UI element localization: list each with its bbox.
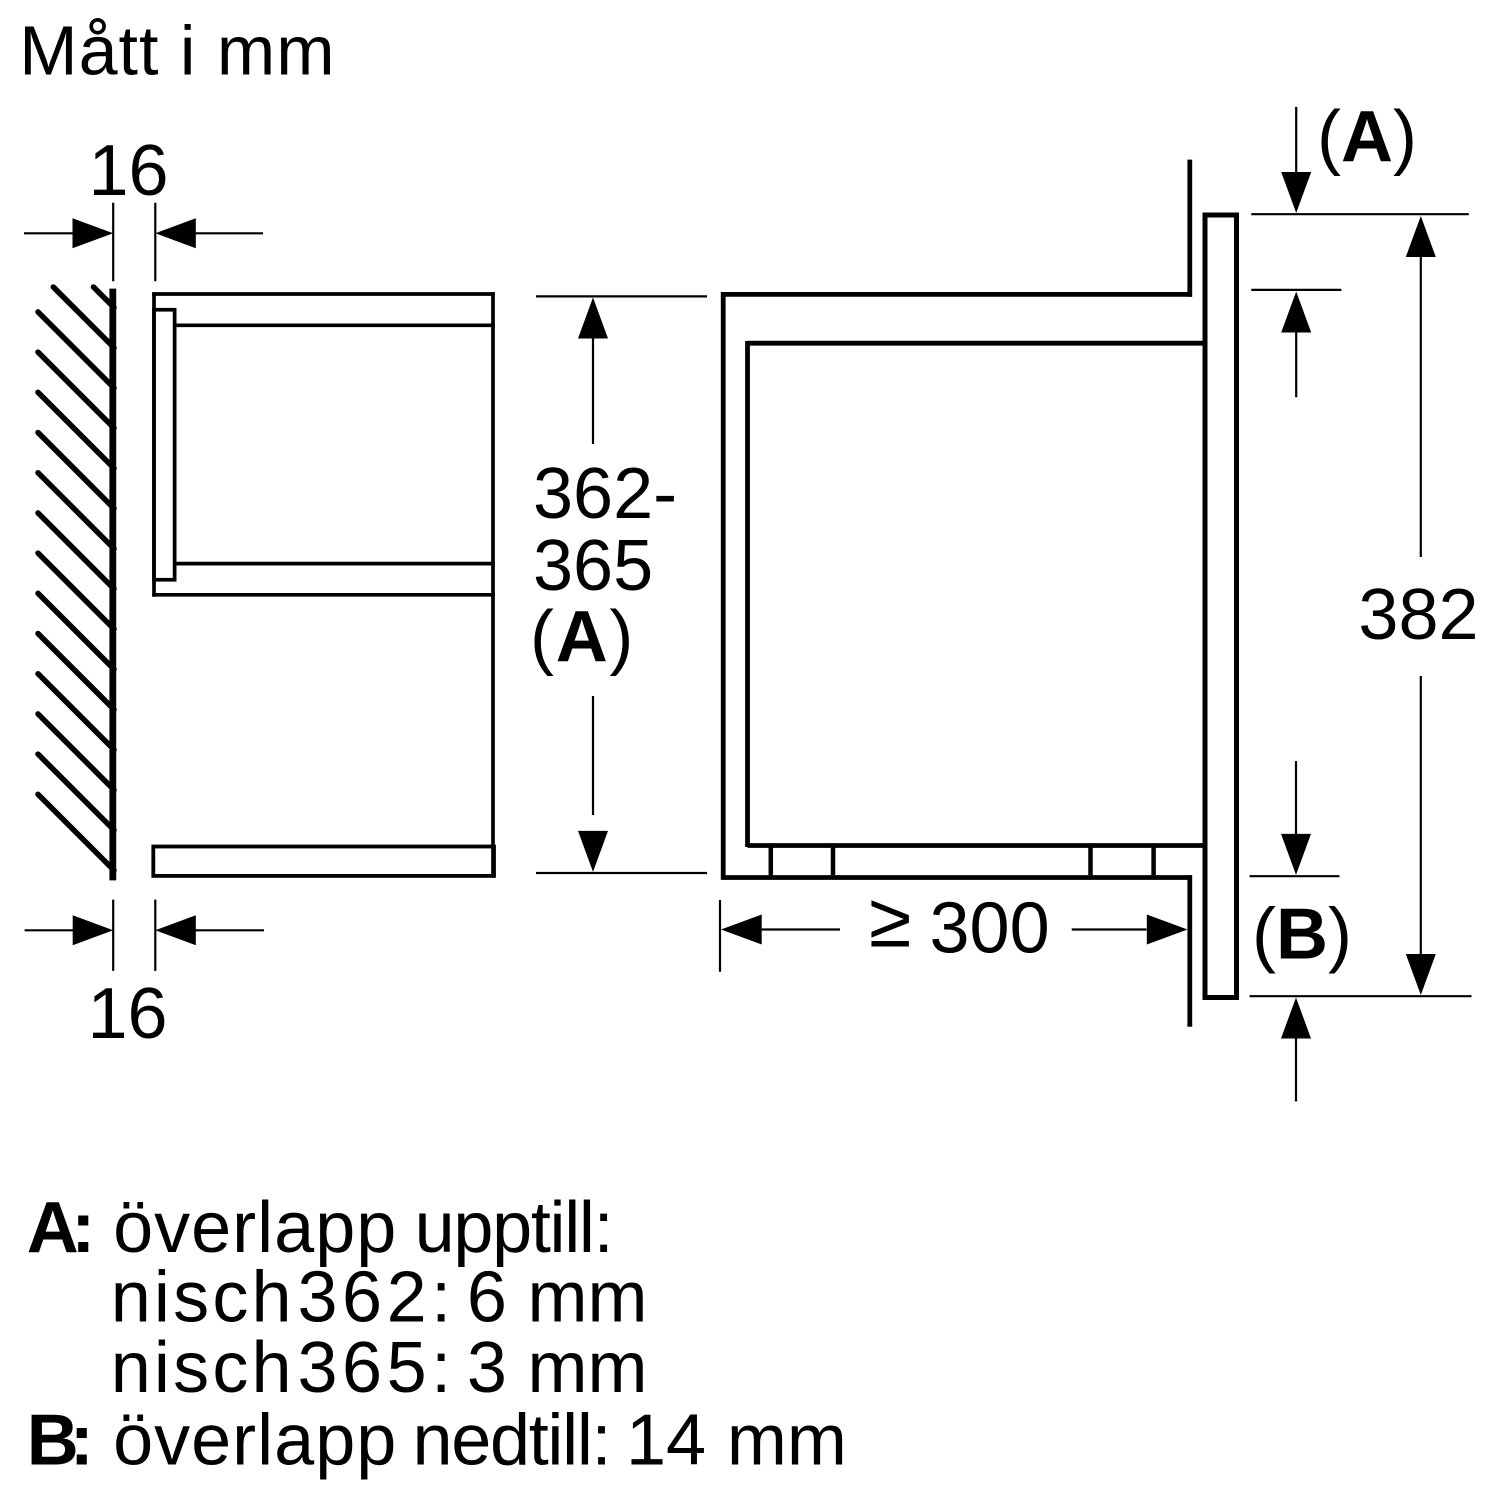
svg-text:(A): (A) (530, 597, 635, 677)
svg-text:upptill:: upptill: (415, 1188, 613, 1268)
svg-text:överlapp: överlapp (113, 1401, 397, 1481)
svg-text:Mått i mm: Mått i mm (19, 12, 335, 90)
svg-text:(B): (B) (1252, 895, 1352, 975)
svg-text:nisch: nisch (111, 1258, 295, 1338)
svg-text:14: 14 (626, 1401, 706, 1481)
svg-text::: : (70, 1401, 94, 1481)
svg-text:365: 365 (533, 526, 653, 606)
svg-text:300: 300 (930, 889, 1050, 969)
svg-text:362-: 362- (533, 454, 677, 534)
svg-text:överlapp: överlapp (113, 1188, 397, 1268)
svg-text:3: 3 (467, 1328, 507, 1408)
svg-text:≥: ≥ (869, 878, 911, 964)
svg-text:nisch: nisch (111, 1328, 295, 1408)
svg-text:365:: 365: (298, 1328, 456, 1408)
svg-text:6: 6 (467, 1258, 507, 1338)
svg-text:mm: mm (727, 1401, 847, 1481)
svg-text:mm: mm (528, 1328, 648, 1408)
svg-text:A: A (27, 1188, 79, 1268)
svg-text:(A): (A) (1317, 97, 1417, 177)
svg-text:16: 16 (88, 131, 168, 211)
svg-text:nedtill:: nedtill: (413, 1401, 611, 1481)
svg-text:B: B (27, 1401, 79, 1481)
svg-text::: : (71, 1188, 95, 1268)
svg-text:mm: mm (528, 1258, 648, 1338)
svg-text:382: 382 (1358, 575, 1478, 655)
svg-text:362:: 362: (298, 1258, 456, 1338)
svg-text:16: 16 (87, 974, 167, 1054)
